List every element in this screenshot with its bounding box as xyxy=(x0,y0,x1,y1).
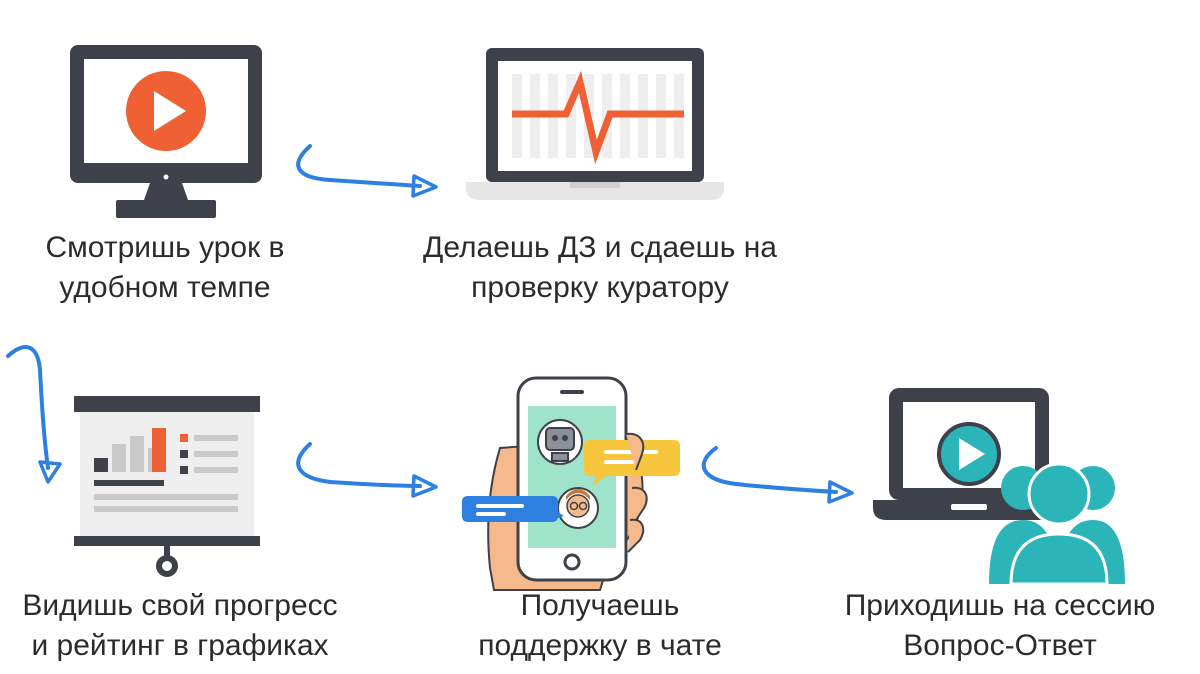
step4-label-line2: поддержку в чате xyxy=(478,629,722,662)
step4-label-line1: Получаешь xyxy=(520,589,680,622)
monitor-play-icon xyxy=(70,45,262,218)
step1-label: Смотришь урок в удобном темпе xyxy=(20,228,310,308)
step5-label: Приходишь на сессию Вопрос-Ответ xyxy=(832,586,1168,666)
step4-label: Получаешь поддержку в чате xyxy=(450,586,750,666)
laptop-chart-icon xyxy=(466,48,724,200)
arrow-step1-to-step2 xyxy=(296,144,438,198)
arrow-step4-to-step5 xyxy=(701,446,854,504)
step1-label-line1: Смотришь урок в xyxy=(45,231,285,264)
step2-label: Делаешь ДЗ и сдаешь на проверку куратору xyxy=(400,228,800,308)
arrow-step2-to-step3 xyxy=(6,345,62,484)
step5-label-line2: Вопрос-Ответ xyxy=(903,629,1097,662)
step1-label-line2: удобном темпе xyxy=(59,271,271,304)
step3-label-line1: Видишь свой прогресс xyxy=(22,589,338,622)
step2-label-line1: Делаешь ДЗ и сдаешь на xyxy=(423,231,777,264)
step5-label-line1: Приходишь на сессию xyxy=(844,589,1156,622)
step3-label-line2: и рейтинг в графиках xyxy=(31,629,329,662)
arrow-step3-to-step4 xyxy=(296,442,438,498)
laptop-audience-icon xyxy=(873,388,1125,586)
presentation-board-icon xyxy=(74,396,260,577)
step2-label-line2: проверку куратору xyxy=(471,271,729,304)
phone-chat-icon xyxy=(462,376,680,591)
step3-label: Видишь свой прогресс и рейтинг в графика… xyxy=(10,586,350,666)
